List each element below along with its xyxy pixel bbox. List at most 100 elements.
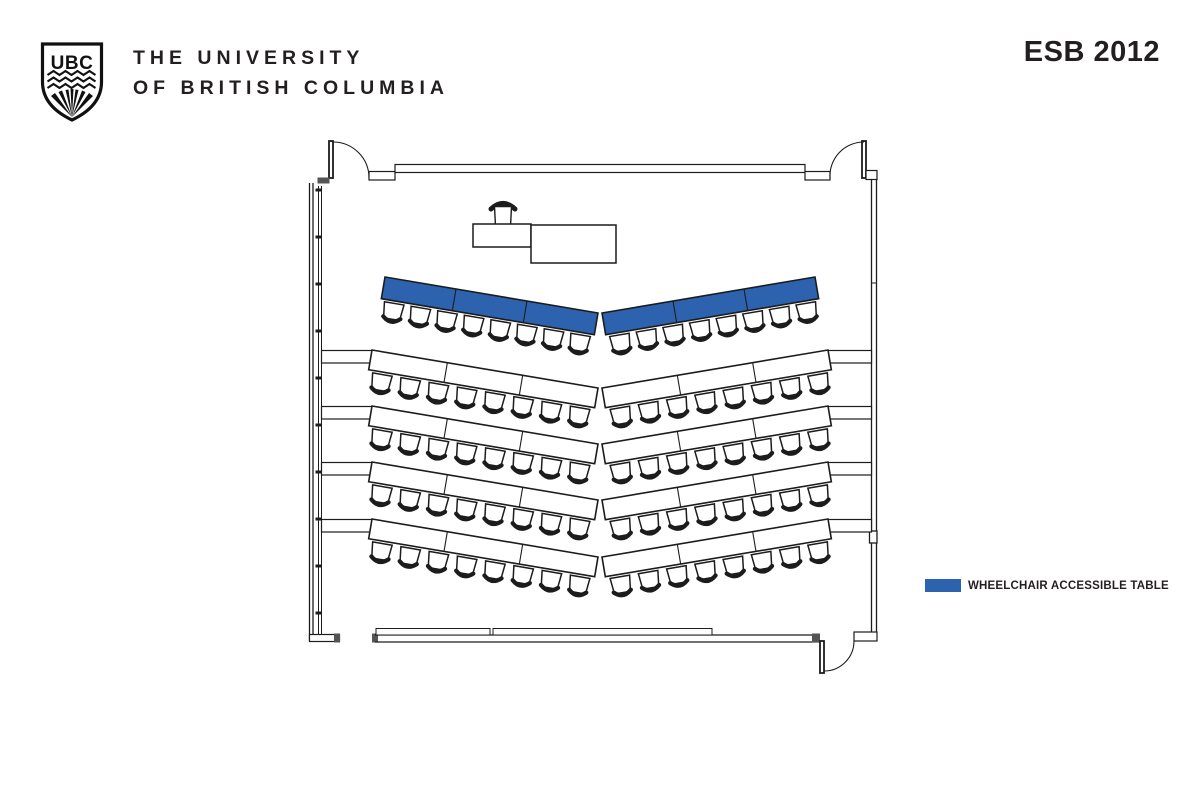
window-mullion-tick xyxy=(315,235,322,239)
chair xyxy=(538,569,563,593)
chair xyxy=(482,391,507,415)
table-segment-divider xyxy=(676,544,682,564)
chair xyxy=(722,442,746,466)
chair-back xyxy=(510,578,532,588)
chair-back xyxy=(696,573,718,584)
chair-back xyxy=(696,460,718,471)
chair-back xyxy=(639,413,662,424)
chair xyxy=(750,437,775,461)
chair xyxy=(397,545,422,569)
chair xyxy=(454,386,478,410)
chair-back xyxy=(781,502,803,512)
chair-back xyxy=(752,563,775,574)
chair-back xyxy=(752,506,775,517)
chair-back xyxy=(696,516,718,527)
podium-desk-right xyxy=(530,224,617,264)
chair-back xyxy=(567,418,589,429)
side-table-right xyxy=(827,518,873,533)
chair xyxy=(510,564,535,588)
chair xyxy=(722,498,746,522)
chair-back xyxy=(454,511,476,522)
chair xyxy=(722,386,746,410)
window-mullion-tick xyxy=(315,564,322,568)
table-wing-left xyxy=(380,276,599,356)
chair-back xyxy=(744,323,766,333)
row-2 xyxy=(320,349,873,429)
chair-back xyxy=(639,525,662,536)
chair xyxy=(806,372,831,396)
chair-back xyxy=(781,559,803,569)
chair xyxy=(795,300,819,324)
table-wing-left xyxy=(367,349,599,429)
chair-back xyxy=(691,332,713,342)
window-mullion-tick xyxy=(315,376,322,380)
chair-back xyxy=(567,587,589,598)
chair xyxy=(369,428,394,452)
chair-back xyxy=(567,474,589,485)
chair xyxy=(369,484,394,508)
chair xyxy=(461,314,485,338)
chair xyxy=(608,332,633,356)
chair-back xyxy=(696,404,718,415)
chair xyxy=(722,555,746,579)
window-mullion-tick xyxy=(315,423,322,427)
chair-back xyxy=(514,336,536,347)
table-surface xyxy=(601,349,833,409)
table-surface xyxy=(380,276,599,336)
chair xyxy=(567,405,591,429)
crest-sun-rays xyxy=(51,89,93,117)
chair-back xyxy=(510,409,532,419)
door-swing-arc-top-right xyxy=(829,141,865,179)
chair-back xyxy=(538,582,561,593)
chair xyxy=(425,550,450,574)
table-segment-divider xyxy=(443,363,448,382)
table-surface xyxy=(367,461,599,521)
table-segment-divider xyxy=(443,475,448,494)
legend-label: WHEELCHAIR ACCESSIBLE TABLE xyxy=(968,579,1169,592)
table-surface xyxy=(601,518,833,578)
side-table-left xyxy=(320,518,373,533)
chair xyxy=(567,574,591,598)
university-wordmark: THE UNIVERSITY OF BRITISH COLUMBIA xyxy=(133,44,449,103)
chair-back xyxy=(611,530,633,541)
chair-back xyxy=(611,587,633,598)
chair-back xyxy=(724,399,746,410)
chair xyxy=(715,314,739,338)
table-segment-divider xyxy=(676,375,682,395)
wall-top-left-stub xyxy=(368,170,396,181)
chair xyxy=(482,447,507,471)
chair-back xyxy=(381,314,403,324)
chair xyxy=(369,541,394,565)
chair-back xyxy=(425,506,448,517)
chair xyxy=(750,550,775,574)
chair-back xyxy=(407,318,430,329)
chair-back xyxy=(668,578,690,588)
table-surface xyxy=(367,518,599,578)
chair-back xyxy=(538,525,561,536)
chair xyxy=(778,545,803,569)
table-surface xyxy=(367,349,599,409)
chair xyxy=(665,395,690,419)
chair xyxy=(609,517,633,541)
chair xyxy=(661,323,686,347)
chair-back xyxy=(717,327,739,338)
whiteboard-panel-left xyxy=(375,628,491,636)
window-mullion-tick xyxy=(315,611,322,615)
chair xyxy=(741,309,766,333)
side-table-left xyxy=(320,349,373,364)
brand-header: UBC xyxy=(40,42,104,122)
chair-back xyxy=(724,511,746,522)
crest-monogram: UBC xyxy=(51,53,94,74)
front-row-wheelchair-accessible xyxy=(380,276,820,356)
chair xyxy=(454,442,478,466)
chair xyxy=(425,493,450,517)
chair-back xyxy=(510,521,532,531)
chair xyxy=(693,391,718,415)
chair xyxy=(538,400,563,424)
chair-back xyxy=(797,314,819,324)
chair-back xyxy=(538,469,561,480)
chair xyxy=(637,512,662,536)
chair xyxy=(407,305,432,329)
table-segment-divider xyxy=(676,431,682,451)
